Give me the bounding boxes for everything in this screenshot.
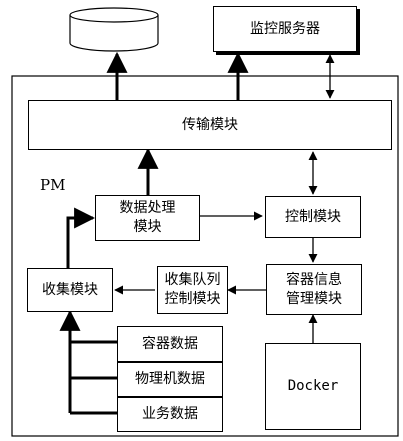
collect-module-box: 收集模块 xyxy=(27,268,113,312)
pm-label: PM xyxy=(40,176,66,194)
container-info-box: 容器信息 管理模块 xyxy=(266,264,362,315)
container-info-line-1: 容器信息 xyxy=(286,271,342,288)
data-processing-line-2: 模块 xyxy=(133,219,162,235)
transport-module-label: 传输模块 xyxy=(182,116,238,133)
physical-machine-data-box: 物理机数据 xyxy=(117,362,223,397)
physical-machine-data-label: 物理机数据 xyxy=(135,371,205,387)
monitor-server-box: 监控服务器 xyxy=(213,6,357,52)
control-module-box: 控制模块 xyxy=(265,196,361,238)
collect-module-label: 收集模块 xyxy=(42,281,98,298)
docker-label: Docker xyxy=(287,378,339,394)
database-cylinder-icon xyxy=(69,7,159,52)
monitor-server-label: 监控服务器 xyxy=(250,20,320,37)
container-info-line-2: 管理模块 xyxy=(286,290,342,307)
data-processing-line-1: 数据处理 xyxy=(119,200,176,216)
collect-queue-line-1: 收集队列 xyxy=(164,272,221,288)
control-module-label: 控制模块 xyxy=(285,208,341,225)
arrow-collect-to-processing xyxy=(66,207,96,268)
container-data-box: 容器数据 xyxy=(117,326,223,362)
data-processing-box: 数据处理 模块 xyxy=(95,195,200,241)
pm-frame xyxy=(11,75,399,437)
container-data-label: 容器数据 xyxy=(142,335,198,352)
collect-queue-box: 收集队列 控制模块 xyxy=(157,266,228,314)
collect-queue-line-2: 控制模块 xyxy=(164,291,221,307)
docker-box: Docker xyxy=(265,343,361,430)
business-data-label: 业务数据 xyxy=(142,406,198,422)
business-data-box: 业务数据 xyxy=(117,397,223,432)
transport-module-box: 传输模块 xyxy=(28,100,392,150)
